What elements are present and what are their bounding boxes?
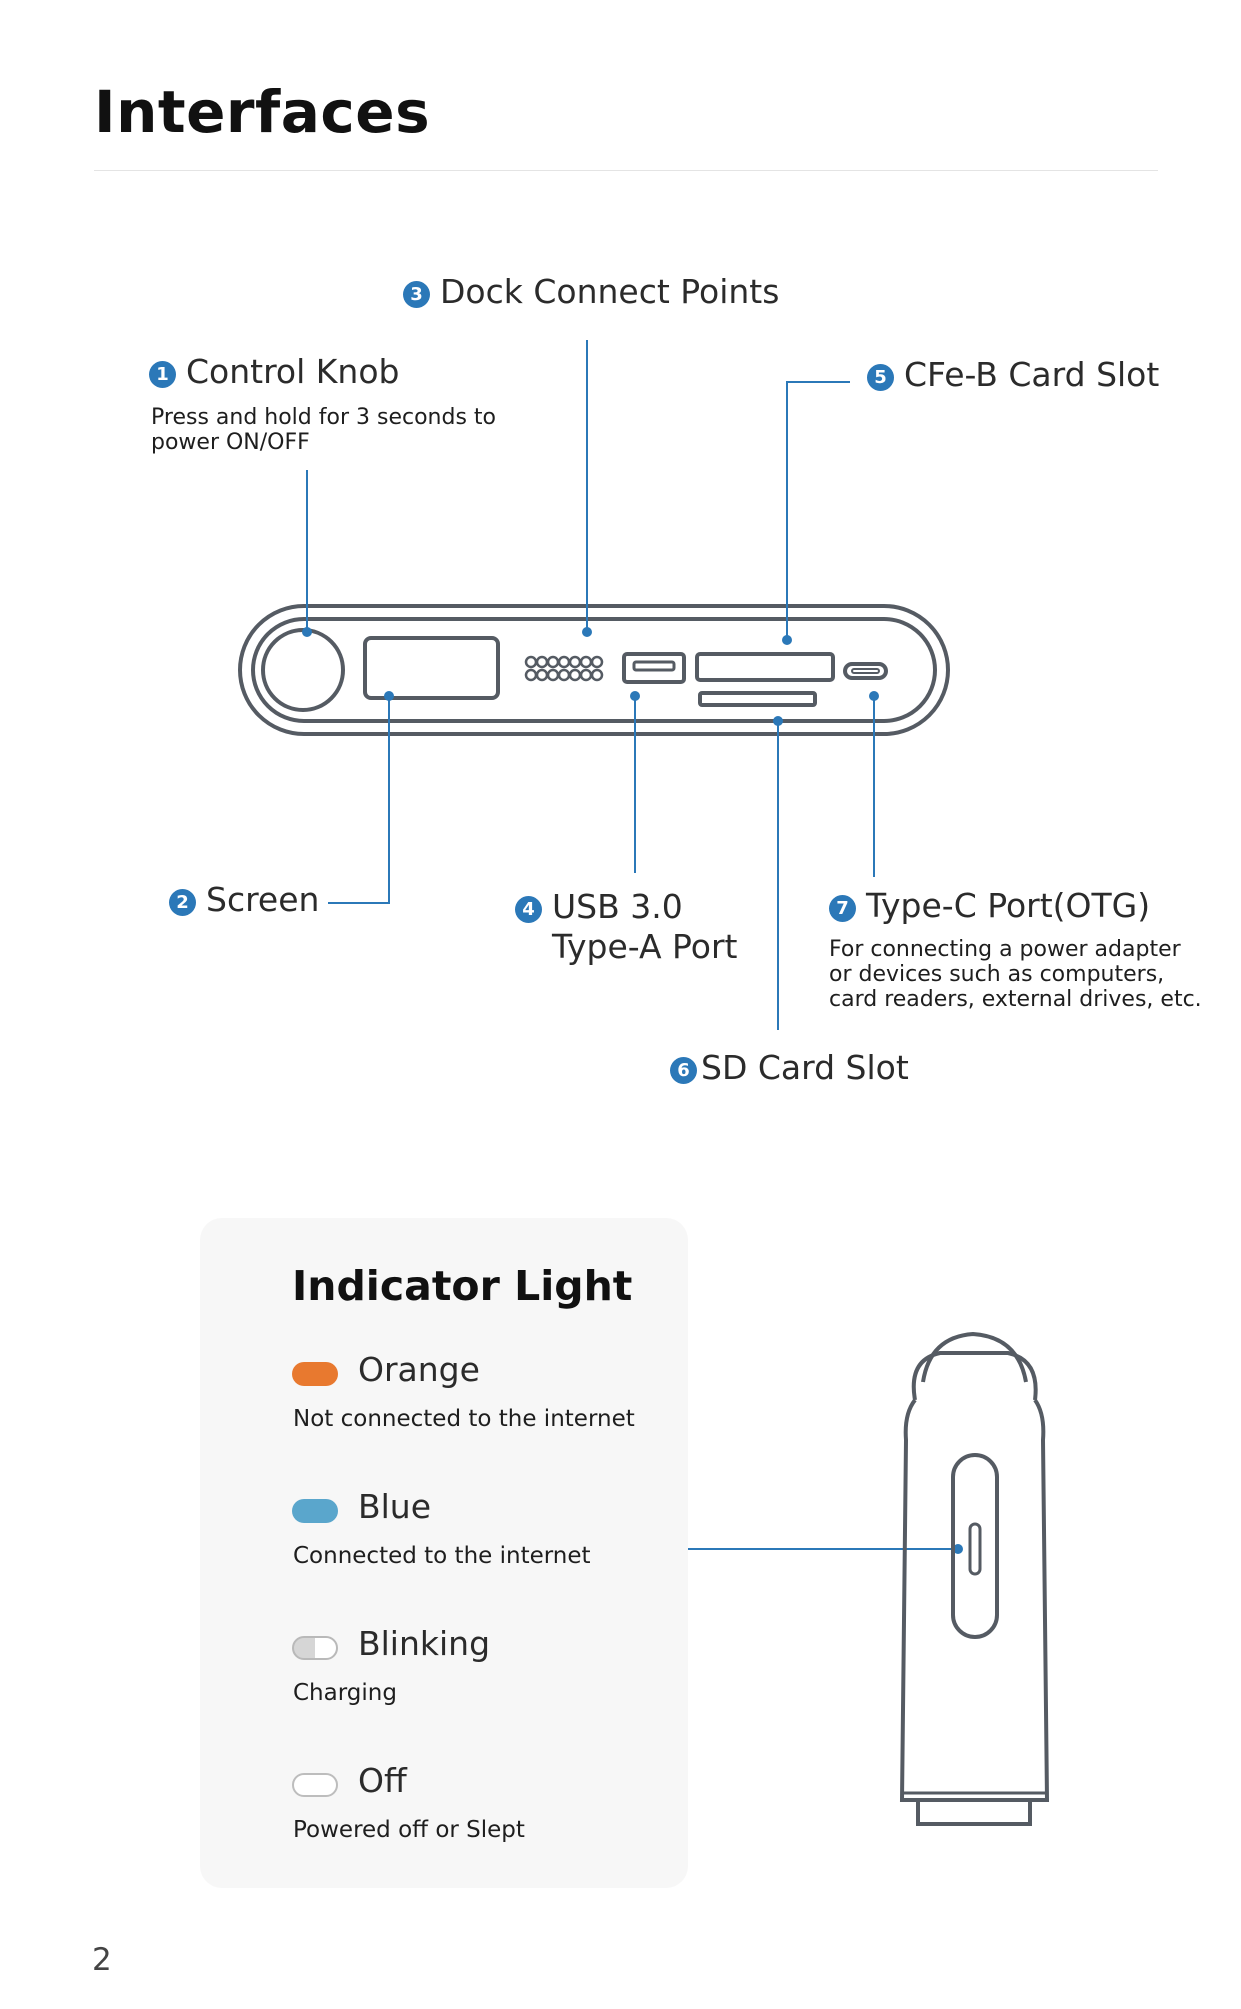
type-c-port-tongue xyxy=(851,668,880,674)
indicator-label: Orange xyxy=(358,1350,480,1389)
callout-number-5: 5 xyxy=(867,364,894,391)
device-side-view xyxy=(899,1331,1050,1826)
indicator-description: Connected to the internet xyxy=(293,1543,591,1569)
callout-dock-connect-points: 3 Dock Connect Points xyxy=(403,272,779,311)
callout-number-3: 3 xyxy=(403,281,430,308)
off-light-icon xyxy=(292,1773,338,1797)
page-title: Interfaces xyxy=(94,78,431,146)
callout-label-cfe-b-card-slot: CFe-B Card Slot xyxy=(904,355,1160,394)
device-outline-inner xyxy=(251,617,937,723)
indicator-panel xyxy=(200,1218,688,1888)
type-c-description-line-1: For connecting a power adapter xyxy=(829,937,1181,962)
type-c-port-description: For connecting a power adapter or device… xyxy=(829,937,1202,1012)
device-outline-outer xyxy=(238,604,950,736)
indicator-label: Blinking xyxy=(358,1624,491,1663)
callout-number-4: 4 xyxy=(515,896,542,923)
indicator-description: Charging xyxy=(293,1680,397,1706)
usb-port-tongue xyxy=(632,660,676,672)
callout-type-c-port: 7 Type-C Port(OTG) xyxy=(829,886,1150,925)
page-number: 2 xyxy=(92,1942,112,1978)
callout-number-7: 7 xyxy=(829,895,856,922)
type-c-description-line-3: card readers, external drives, etc. xyxy=(829,987,1202,1012)
indicator-description: Not connected to the internet xyxy=(293,1406,635,1432)
orange-light-icon xyxy=(292,1362,338,1386)
control-knob-shape xyxy=(261,628,345,712)
callout-control-knob: 1 Control Knob xyxy=(149,352,399,391)
callout-label-usb-line-1: USB 3.0 xyxy=(552,887,683,926)
callout-number-6: 6 xyxy=(670,1057,697,1084)
callout-number-1: 1 xyxy=(149,361,176,388)
screen-shape xyxy=(363,636,500,700)
cfe-b-slot-shape xyxy=(695,652,835,682)
callout-usb-port: 4 USB 3.0 Type-A Port xyxy=(515,887,737,967)
callout-label-screen: Screen xyxy=(206,880,320,919)
control-knob-description-line-1: Press and hold for 3 seconds to xyxy=(151,405,496,430)
indicator-label: Blue xyxy=(358,1487,432,1526)
blue-light-icon xyxy=(292,1499,338,1523)
sd-slot-shape xyxy=(698,691,817,707)
blinking-light-icon xyxy=(292,1636,338,1660)
dock-connect-points-shape xyxy=(524,655,604,682)
indicator-description: Powered off or Slept xyxy=(293,1817,525,1843)
callout-label-usb-line-2: Type-A Port xyxy=(552,927,738,966)
callout-number-2: 2 xyxy=(169,889,196,916)
callout-label-type-c-port: Type-C Port(OTG) xyxy=(866,886,1151,925)
title-divider xyxy=(94,170,1158,171)
usb-port-shape xyxy=(622,652,686,684)
callout-label-dock-connect-points: Dock Connect Points xyxy=(440,272,780,311)
indicator-label: Off xyxy=(358,1761,407,1800)
callout-label-sd-card-slot: SD Card Slot xyxy=(701,1048,909,1087)
callout-label-control-knob: Control Knob xyxy=(186,352,400,391)
callout-screen: 2 Screen xyxy=(169,880,319,919)
indicator-title: Indicator Light xyxy=(292,1262,633,1310)
control-knob-description-line-2: power ON/OFF xyxy=(151,430,310,455)
type-c-port-shape xyxy=(843,662,888,680)
type-c-description-line-2: or devices such as computers, xyxy=(829,962,1165,987)
callout-cfe-b-card-slot: 5 CFe-B Card Slot xyxy=(867,355,1159,394)
control-knob-description: Press and hold for 3 seconds to power ON… xyxy=(151,405,496,455)
